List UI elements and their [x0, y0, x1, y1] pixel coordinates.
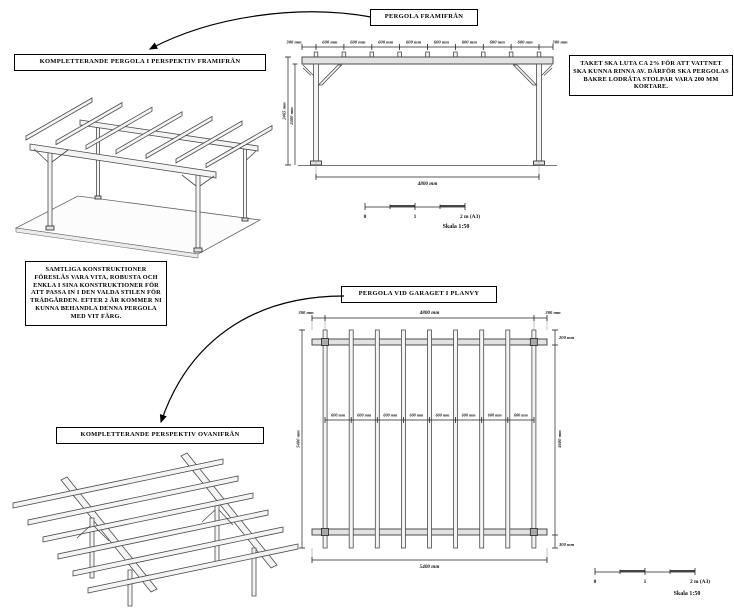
- right-post: [536, 63, 542, 162]
- dim-span: 4800 mm: [417, 181, 438, 187]
- arrow-to-perspective-front: [148, 11, 372, 50]
- plan-right-dimension: 200 mm 4600 mm 300 mm: [552, 329, 575, 549]
- perspective-top-title: KOMPLETTERANDE PERSPEKTIV OVANIFRÅN: [56, 427, 264, 444]
- bay-dim: 600 mm: [383, 413, 398, 418]
- scale-1: 1: [414, 214, 417, 220]
- front-left-post: [47, 149, 53, 227]
- dim-label: 600 mm: [434, 40, 450, 45]
- dim-label: 600 mm: [406, 40, 422, 45]
- plan-view-title: PERGOLA VID GARAGET I PLANVY: [341, 286, 497, 303]
- bay-dim: 600 mm: [436, 413, 451, 418]
- perspective-feet: [45, 195, 249, 253]
- plan-posts: [321, 338, 538, 536]
- plan-top-dimension: 300 mm 4800 mm 300 mm: [297, 310, 561, 330]
- dim-left-margin: 300 mm: [297, 310, 314, 315]
- plan-rafters: [322, 329, 537, 549]
- dim-label: 600 mm: [462, 40, 478, 45]
- plan-left-dimension: 5400 mm: [296, 329, 305, 549]
- front-view-title: PERGOLA FRAMIFRÅN: [370, 9, 478, 26]
- rafter-ends: [313, 51, 542, 58]
- scale-bar-bottom: 0 1 2 m (A3) Skala 1:50: [594, 568, 710, 597]
- scale-bar-top: 0 1 2 m (A3) Skala 1:50: [364, 203, 480, 230]
- bay-dim: 600 mm: [488, 413, 503, 418]
- back-left-post: [96, 125, 100, 197]
- bay-dim: 600 mm: [462, 413, 477, 418]
- perspective-rafters: [25, 97, 273, 169]
- front-elevation-drawing: 300 mm 600 mm 600 mm 600 mm 600 mm 600 m…: [282, 40, 569, 231]
- plan-bottom-dimension: 5400 mm: [311, 548, 548, 570]
- scale-0: 0: [594, 579, 597, 585]
- left-post: [313, 63, 319, 162]
- bay-dim: 600 mm: [357, 413, 372, 418]
- bay-dim: 600 mm: [331, 413, 346, 418]
- bay-dim: 600 mm: [409, 413, 424, 418]
- perspective-top-drawing: [12, 452, 299, 607]
- perspective-front-title: KOMPLETTERANDE PERGOLA I PERSPEKTIV FRAM…: [14, 54, 266, 71]
- scale-2: 2 m (A3): [690, 578, 710, 585]
- front-height-dimensions: 2465 mm 2400 mm: [282, 56, 298, 166]
- dim-left-length: 5400 mm: [296, 430, 301, 448]
- dim-height-outer: 2465 mm: [282, 102, 287, 121]
- scale-text: Skala 1:50: [443, 224, 470, 230]
- front-span-dimension: 4800 mm: [315, 161, 540, 187]
- front-structure: [298, 51, 557, 166]
- construction-note: SAMTLIGA KONSTRUKTIONER FÖRESLÅS VARA VI…: [25, 261, 167, 326]
- bay-dim: 600 mm: [514, 413, 529, 418]
- dim-right-top: 200 mm: [558, 335, 575, 340]
- scale-0: 0: [364, 214, 367, 220]
- dim-label: 600 mm: [350, 40, 366, 45]
- scale-1: 1: [644, 579, 647, 585]
- dim-label: 600 mm: [322, 40, 338, 45]
- top-beam: [301, 56, 554, 65]
- dim-label: 300 mm: [285, 40, 302, 45]
- front-top-dimension: 300 mm 600 mm 600 mm 600 mm 600 mm 600 m…: [285, 40, 568, 50]
- roof-note: TAKET SKA LUTA CA 2% FÖR ATT VATTNET SKA…: [569, 55, 733, 97]
- dim-label: 600 mm: [490, 40, 506, 45]
- dim-right-bottom: 300 mm: [558, 542, 575, 547]
- back-right-post: [243, 147, 247, 219]
- dim-label: 600 mm: [378, 40, 394, 45]
- dim-right-middle: 4600 mm: [557, 430, 562, 449]
- front-right-post: [195, 172, 201, 249]
- plan-bay-dimensions: 600 mm 600 mm 600 mm 600 mm 600 mm 600 m…: [324, 413, 535, 423]
- back-beam: [79, 119, 259, 152]
- dim-label: 300 mm: [551, 40, 568, 45]
- dim-label: 600 mm: [518, 40, 534, 45]
- front-beam: [29, 143, 217, 179]
- dim-bottom-length: 5400 mm: [420, 564, 440, 570]
- perspective-front-drawing: [14, 97, 273, 259]
- top-persp-braces: [76, 509, 234, 542]
- dim-height-inner: 2400 mm: [289, 107, 294, 126]
- perspective-braces: [33, 148, 257, 187]
- knee-braces: [302, 64, 553, 86]
- dim-right-margin: 300 mm: [544, 310, 561, 315]
- dim-plan-span: 4800 mm: [419, 310, 440, 316]
- scale-text: Skala 1:50: [674, 591, 701, 597]
- scale-2: 2 m (A3): [460, 213, 480, 220]
- plan-view-drawing: 300 mm 4800 mm 300 mm 600 mm 600 mm 600 …: [296, 310, 575, 570]
- arrow-to-perspective-top: [159, 295, 345, 424]
- top-persp-rafters: [12, 458, 299, 594]
